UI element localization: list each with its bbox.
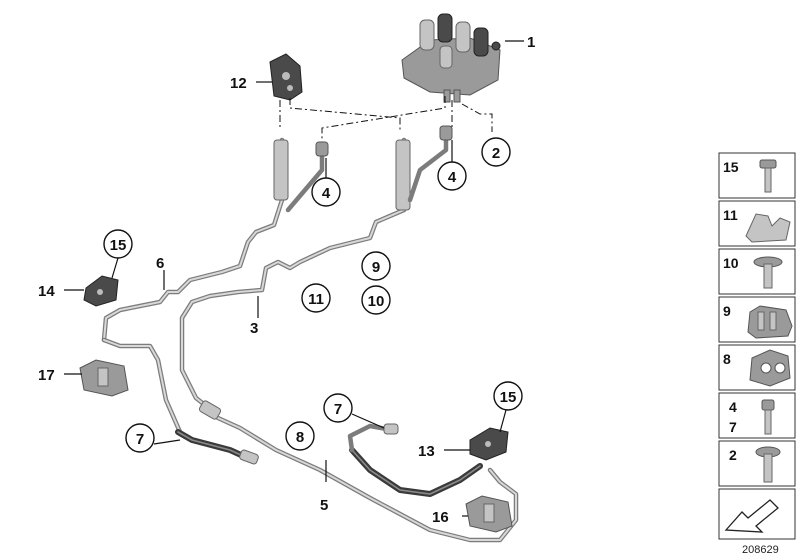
bracket-13: [469, 427, 509, 461]
holder-16: [465, 495, 513, 533]
leader-7b: [351, 413, 385, 429]
assembly-line-b: [321, 96, 446, 142]
label-3: 3: [250, 320, 258, 337]
label-15a: 15: [110, 237, 127, 254]
label-2: 2: [492, 145, 500, 162]
callout-circle-15b: [493, 381, 523, 411]
callout-circle-9: [361, 251, 391, 281]
legend-box-15: [718, 152, 796, 199]
bracket-12: [269, 53, 303, 101]
label-7a: 7: [136, 431, 144, 448]
label-1: 1: [527, 34, 535, 51]
label-16: 16: [432, 509, 449, 526]
label-17: 17: [38, 367, 55, 384]
label-6: 6: [156, 255, 164, 272]
leader-7a: [153, 439, 181, 445]
bolt-icon: [759, 159, 777, 193]
callout-circle-7b: [323, 393, 353, 423]
label-7b: 7: [334, 401, 342, 418]
label-5: 5: [320, 497, 328, 514]
holder-17: [79, 359, 129, 397]
label-9: 9: [372, 259, 380, 276]
label-12: 12: [230, 75, 247, 92]
pipe-6: [101, 137, 325, 343]
label-10: 10: [368, 293, 385, 310]
legend: 15 11 10 9 8: [718, 152, 796, 556]
valve-block: [401, 13, 501, 103]
clip-icon: [745, 213, 791, 243]
double-clip-icon: [749, 349, 791, 387]
label-13: 13: [418, 443, 435, 460]
hex-bolt-icon: [755, 446, 781, 483]
callout-circle-4b: [437, 161, 467, 191]
legend-number-8: 8: [723, 351, 731, 367]
legend-number-7: 7: [729, 419, 737, 435]
label-14: 14: [38, 283, 55, 300]
arrow-icon: [724, 499, 779, 533]
legend-number-2: 2: [729, 447, 737, 463]
legend-box-10: [718, 248, 796, 295]
fitting-4a: [315, 141, 329, 157]
callout-circle-8: [285, 421, 315, 451]
diagram-reference-number: 208629: [742, 544, 779, 556]
callout-circle-4a: [311, 177, 341, 207]
flange-bolt-icon: [753, 256, 783, 289]
legend-number-9: 9: [723, 303, 731, 319]
fitting-mid: [198, 400, 222, 420]
pipe-3: [179, 135, 449, 415]
legend-number-11: 11: [723, 207, 738, 223]
pipe-5: [215, 415, 519, 543]
label-11: 11: [308, 291, 324, 308]
socket-screw-icon: [761, 399, 775, 435]
callout-circle-2: [481, 137, 511, 167]
fitting-4b: [439, 125, 453, 141]
label-8: 8: [296, 429, 304, 446]
leader-15a: [111, 257, 119, 279]
legend-box-2: [718, 440, 796, 487]
pipe-left-lower: [101, 337, 183, 435]
label-4b: 4: [448, 169, 457, 186]
callout-circle-7a: [125, 423, 155, 453]
leader-15b: [499, 409, 507, 433]
callout-circle-11: [301, 283, 331, 313]
label-15b: 15: [500, 389, 517, 406]
legend-number-15: 15: [723, 159, 739, 175]
assembly-line-d: [461, 103, 493, 132]
legend-number-10: 10: [723, 255, 739, 271]
legend-box-4-7: [718, 392, 796, 439]
callout-circle-10: [361, 285, 391, 315]
pipe-holder-icon: [747, 305, 793, 339]
hose-right: [347, 423, 483, 497]
bracket-14: [83, 275, 119, 307]
hose-left: [175, 429, 259, 465]
label-4a: 4: [322, 185, 331, 202]
legend-number-4: 4: [729, 399, 737, 415]
assembly-line-a: [289, 98, 401, 130]
